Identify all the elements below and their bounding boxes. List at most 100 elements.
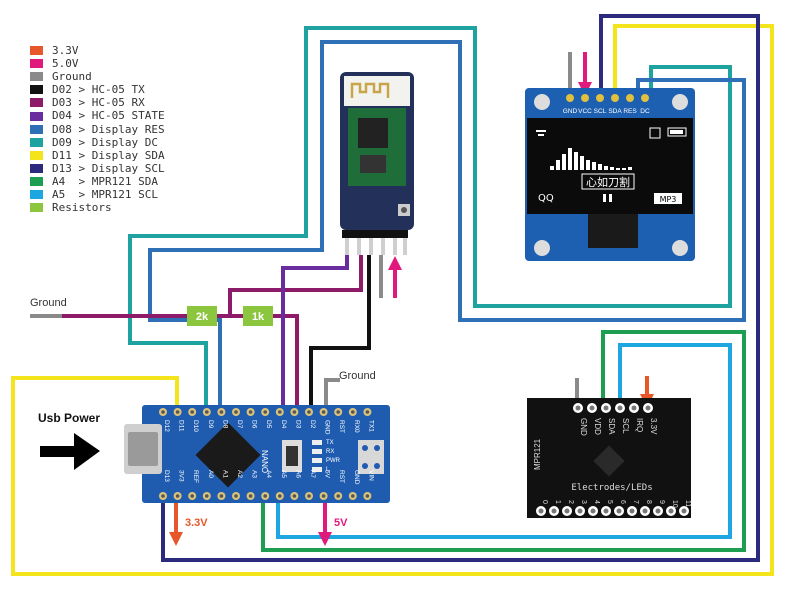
oled-spectrum-bar	[562, 154, 566, 170]
mpr121-pin-label: VDD	[593, 418, 602, 435]
nano-bottom-pin-label: A3	[251, 470, 258, 478]
mpr121-pin-hole	[617, 405, 623, 411]
nano-bottom-pin-label: 3V3	[178, 470, 185, 482]
nano-led-label: L	[326, 467, 330, 473]
nano-bottom-pin-label: A4	[265, 470, 272, 478]
arrows	[40, 52, 654, 546]
mpr121-electrode-hole	[616, 508, 622, 514]
mpr121-electrode-hole	[590, 508, 596, 514]
legend-label: A5 > MPR121 SCL	[52, 188, 158, 202]
nano-top-pin-label: TX1	[367, 420, 374, 432]
nano-bottom-pin-hole	[278, 494, 282, 498]
legend-swatch	[30, 176, 43, 186]
oled-pin-label: VCC	[578, 108, 592, 115]
mpr121-pin-label: GND	[579, 418, 588, 436]
mpr121-pin-label: SDA	[607, 418, 616, 435]
wire-d9-dc	[128, 26, 732, 410]
mpr121-name: MPR121	[533, 438, 542, 470]
oled-spectrum-bar	[622, 168, 626, 170]
nano-bottom-pin-hole	[248, 494, 253, 498]
resistor-1k	[243, 306, 273, 326]
mpr121-pin-label: IRQ	[635, 418, 644, 432]
nano-bottom-pin-label: GND	[353, 470, 360, 485]
legend-label: D04 > HC-05 STATE	[52, 109, 165, 123]
mpr121-electrode-hole	[551, 508, 557, 514]
mpr121-electrode-label: 0	[541, 500, 548, 504]
wire-d4-state	[281, 255, 349, 410]
nano-top-pin-label: D11	[178, 420, 185, 432]
oled-left-text: QQ	[538, 193, 554, 204]
nano-led	[312, 440, 322, 445]
nano-top-pin-hole	[248, 410, 253, 414]
oled-spectrum-bar	[610, 167, 614, 170]
nano-bottom-pin-hole	[234, 494, 238, 498]
nano-top-pin-hole	[307, 410, 311, 414]
resistor-2k	[187, 306, 217, 326]
nano-top-pin-label: RX0	[353, 420, 360, 433]
nano-bottom-pin-label: REF	[192, 470, 199, 483]
legend-swatch	[30, 111, 43, 121]
nano-led-label: RX	[326, 449, 334, 455]
nano-bottom-pin-hole	[321, 494, 326, 498]
oled-spectrum-bar	[580, 156, 584, 170]
ground-left-label: Ground	[30, 297, 67, 309]
wire-d3-rx	[62, 314, 299, 410]
legend-swatch	[30, 98, 43, 108]
mpr121-pin-hole	[589, 405, 595, 411]
legend-label: D09 > Display DC	[52, 135, 158, 149]
legend-label: 3.3V	[52, 44, 79, 57]
nano-top-pin-label: D7	[236, 420, 243, 429]
nano-bottom-pin-hole	[336, 494, 341, 498]
wire-d13-scl	[161, 14, 760, 562]
nano-top-pin-label: D2	[309, 420, 316, 429]
nano-led-label: TX	[326, 440, 334, 446]
oled-right-text: MP3	[660, 195, 677, 204]
nano-bottom-pin-hole	[292, 494, 297, 498]
legend-swatch	[30, 85, 43, 95]
nano-bottom-pin-label: A2	[236, 470, 243, 478]
mpr121-electrode-label: 1	[554, 500, 561, 504]
oled-pin-label: SDA	[608, 108, 622, 115]
legend-item: A5 > MPR121 SCL	[30, 188, 165, 201]
nano-bottom-pin-hole	[263, 494, 268, 498]
legend-swatch	[30, 203, 43, 213]
mpr121-electrode-label: 4	[593, 500, 600, 504]
nano-top-pin-label: D12	[163, 420, 170, 432]
nano-led	[312, 458, 322, 463]
usb-power-label: Usb Power	[38, 411, 100, 425]
nano-top-pin-hole	[161, 410, 165, 414]
legend-swatch	[30, 163, 43, 173]
oled-spectrum-bar	[604, 166, 608, 170]
arrow-bt-vcc-icon	[388, 256, 402, 270]
legend-item: A4 > MPR121 SDA	[30, 175, 165, 188]
legend-swatch	[30, 150, 43, 160]
legend-label: Ground	[52, 70, 92, 84]
nano-top-pin-label: D3	[294, 420, 301, 429]
mpr121-electrode-label: 6	[619, 500, 626, 504]
legend-item: D03 > HC-05 RX	[30, 96, 165, 109]
wire-a5-scl	[276, 343, 732, 539]
nano-bottom-pin-hole	[307, 494, 311, 498]
mpr121-pin-label: 3.3V	[649, 418, 658, 435]
nano-top-pin-label: D5	[265, 420, 272, 429]
legend-label: D08 > Display RES	[52, 122, 165, 136]
arrow-nano-5v-icon	[318, 532, 332, 546]
ground-nano-label: Ground	[339, 370, 376, 382]
oled-spectrum-bar	[628, 167, 632, 170]
nano-bottom-pin-label: A0	[207, 470, 214, 478]
legend-label: D11 > Display SDA	[52, 148, 165, 162]
nano-top-pin-label: D10	[192, 420, 199, 432]
legend-label: D13 > Display SCL	[52, 161, 165, 175]
nano-led	[312, 449, 322, 454]
usb-power-arrow-icon	[74, 433, 100, 470]
legend-item: D13 > Display SCL	[30, 162, 165, 175]
mpr121-electrode-label: 10	[671, 500, 678, 508]
mpr121-electrode-label: 2	[567, 500, 574, 504]
mpr121-electrode-hole	[642, 508, 648, 514]
nano-bottom-pin-hole	[161, 494, 165, 498]
oled-spectrum-bar	[550, 166, 554, 170]
wire-a4-sda	[261, 330, 746, 552]
legend-swatch	[30, 137, 43, 147]
mpr121-pin-hole	[645, 405, 651, 411]
